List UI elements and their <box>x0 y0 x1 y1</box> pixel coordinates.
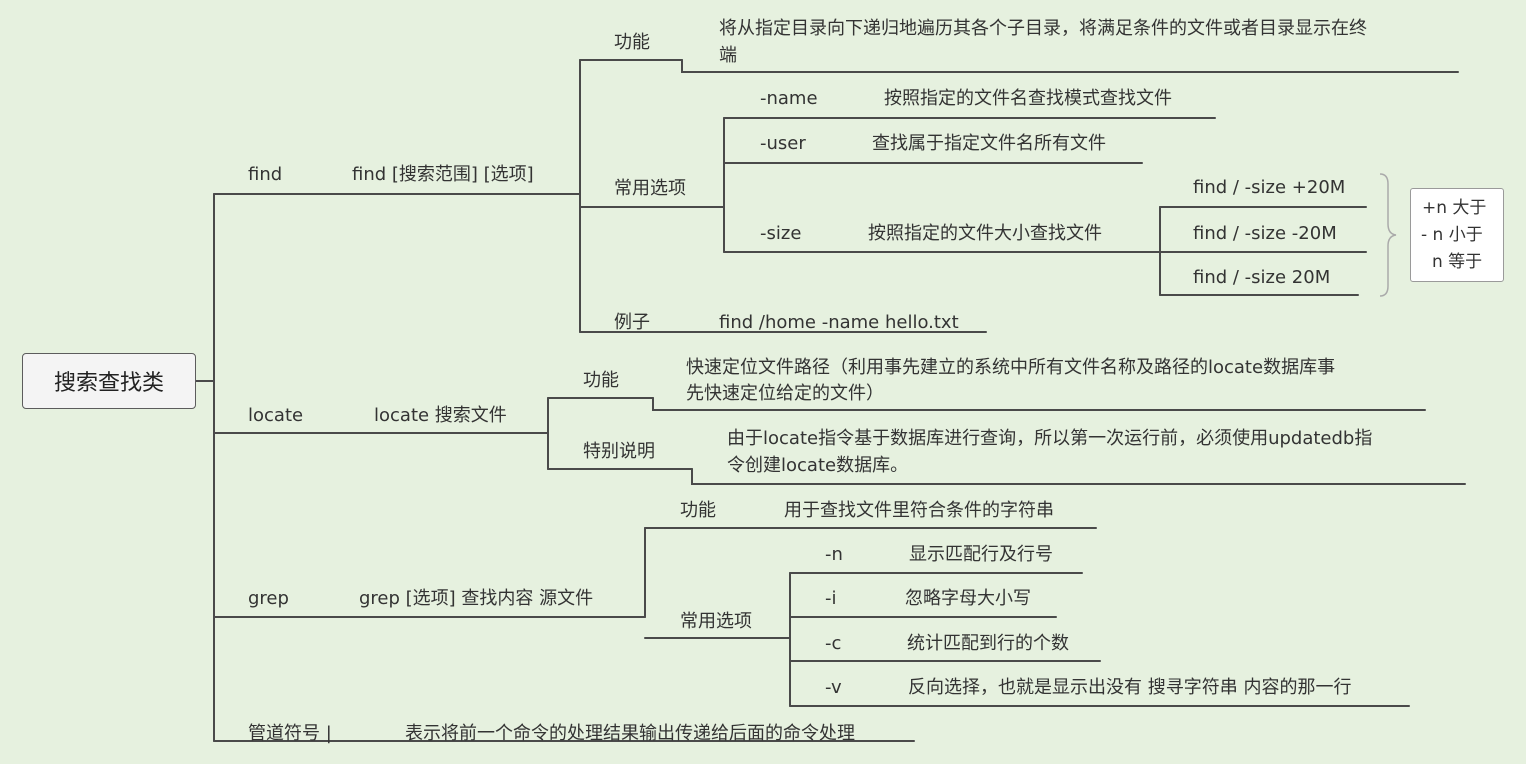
grep-options-label[interactable]: 常用选项 <box>680 611 752 632</box>
locate-special-line1[interactable]: 由于locate指令基于数据库进行查询，所以第一次运行前，必须使用updated… <box>727 428 1373 449</box>
grep-option-desc[interactable]: 反向选择，也就是显示出没有 搜寻字符串 内容的那一行 <box>908 677 1352 698</box>
size-note-line: n 等于 <box>1432 252 1483 272</box>
size-note-box[interactable]: +n 大于 - n 小于 n 等于 <box>1410 188 1504 282</box>
find-function-label[interactable]: 功能 <box>614 32 650 53</box>
find-option-desc[interactable]: 查找属于指定文件名所有文件 <box>872 133 1106 154</box>
locate-topic[interactable]: locate <box>248 405 304 426</box>
pipe-topic[interactable]: 管道符号 | <box>248 723 332 744</box>
grep-topic[interactable]: grep <box>248 588 289 609</box>
size-example[interactable]: find / -size +20M <box>1193 177 1346 198</box>
locate-special-label[interactable]: 特别说明 <box>583 441 655 462</box>
pipe-desc[interactable]: 表示将前一个命令的处理结果输出传递给后面的命令处理 <box>405 723 855 744</box>
find-option-flag[interactable]: -user <box>760 133 806 154</box>
grep-option-flag[interactable]: -c <box>825 633 842 654</box>
root-topic[interactable]: 搜索查找类 <box>22 353 196 409</box>
find-options-label[interactable]: 常用选项 <box>614 178 686 199</box>
find-option-flag[interactable]: -size <box>760 223 802 244</box>
locate-special-line2[interactable]: 令创建locate数据库。 <box>727 455 909 476</box>
find-option-flag[interactable]: -name <box>760 88 818 109</box>
grep-option-flag[interactable]: -i <box>825 588 837 609</box>
find-example-value[interactable]: find /home -name hello.txt <box>719 312 959 333</box>
grep-option-flag[interactable]: -v <box>825 677 842 698</box>
grep-option-flag[interactable]: -n <box>825 544 843 565</box>
find-function-line2[interactable]: 端 <box>719 45 737 66</box>
size-note-line: - n 小于 <box>1421 225 1483 245</box>
find-topic[interactable]: find <box>248 164 283 185</box>
root-label: 搜索查找类 <box>53 371 164 396</box>
find-option-desc[interactable]: 按照指定的文件名查找模式查找文件 <box>884 88 1172 109</box>
grep-function-value[interactable]: 用于查找文件里符合条件的字符串 <box>784 500 1054 521</box>
find-option-desc[interactable]: 按照指定的文件大小查找文件 <box>868 223 1102 244</box>
find-example-label[interactable]: 例子 <box>614 312 650 333</box>
locate-function-label[interactable]: 功能 <box>583 370 619 391</box>
locate-function-line1[interactable]: 快速定位文件路径（利用事先建立的系统中所有文件名称及路径的locate数据库事 <box>686 357 1336 378</box>
curly-brace-icon <box>1379 173 1397 297</box>
grep-option-desc[interactable]: 忽略字母大小写 <box>905 588 1031 609</box>
grep-syntax[interactable]: grep [选项] 查找内容 源文件 <box>359 588 594 609</box>
locate-syntax[interactable]: locate 搜索文件 <box>374 405 507 426</box>
size-example[interactable]: find / -size -20M <box>1193 223 1337 244</box>
size-example[interactable]: find / -size 20M <box>1193 267 1331 288</box>
grep-option-desc[interactable]: 显示匹配行及行号 <box>909 544 1053 565</box>
grep-function-label[interactable]: 功能 <box>680 500 716 521</box>
grep-option-desc[interactable]: 统计匹配到行的个数 <box>907 633 1069 654</box>
find-function-line1[interactable]: 将从指定目录向下递归地遍历其各个子目录，将满足条件的文件或者目录显示在终 <box>719 18 1367 39</box>
size-note-line: +n 大于 <box>1422 198 1487 218</box>
find-syntax[interactable]: find [搜索范围] [选项] <box>352 164 534 185</box>
locate-function-line2[interactable]: 先快速定位给定的文件） <box>686 383 884 404</box>
